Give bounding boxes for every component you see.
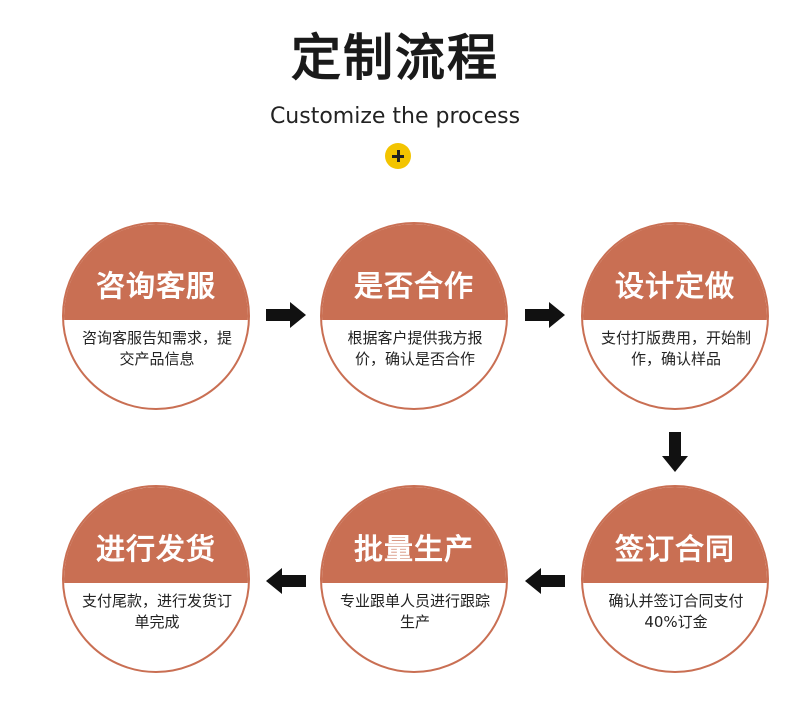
step-design: 设计定做 支付打版费用，开始制作，确认样品 bbox=[581, 222, 769, 410]
step-description: 根据客户提供我方报价，确认是否合作 bbox=[347, 329, 483, 368]
step-header-band bbox=[583, 487, 767, 583]
step-production: 批量生产 专业跟单人员进行跟踪生产 bbox=[320, 485, 508, 673]
step-title: 签订合同 bbox=[614, 532, 735, 566]
arrow-left-icon bbox=[525, 568, 565, 594]
step-consult: 咨询客服 咨询客服告知需求，提交产品信息 bbox=[62, 222, 250, 410]
page-title: 定制流程 bbox=[291, 29, 499, 87]
step-description: 专业跟单人员进行跟踪生产 bbox=[339, 592, 490, 631]
step-description: 咨询客服告知需求，提交产品信息 bbox=[81, 329, 232, 368]
step-header-band bbox=[64, 487, 248, 583]
step-header-band bbox=[64, 224, 248, 320]
arrow-right-icon bbox=[525, 302, 565, 328]
arrow-down-icon bbox=[662, 432, 688, 472]
step-description: 支付打版费用，开始制作，确认样品 bbox=[600, 329, 751, 368]
step-cooperation: 是否合作 根据客户提供我方报价，确认是否合作 bbox=[320, 222, 508, 410]
page-subtitle: Customize the process bbox=[269, 104, 521, 129]
step-header-band bbox=[322, 487, 506, 583]
step-shipping: 进行发货 支付尾款，进行发货订单完成 bbox=[62, 485, 250, 673]
step-description: 确认并签订合同支付40%订金 bbox=[608, 592, 744, 631]
step-header-band bbox=[322, 224, 506, 320]
plus-icon bbox=[385, 143, 411, 169]
step-contract: 签订合同 确认并签订合同支付40%订金 bbox=[581, 485, 769, 673]
step-title: 咨询客服 bbox=[95, 269, 216, 303]
step-title: 批量生产 bbox=[353, 532, 474, 566]
step-title: 是否合作 bbox=[353, 269, 474, 303]
step-description: 支付尾款，进行发货订单完成 bbox=[81, 592, 232, 631]
step-title: 设计定做 bbox=[614, 269, 735, 303]
arrow-right-icon bbox=[266, 302, 306, 328]
arrow-left-icon bbox=[266, 568, 306, 594]
step-title: 进行发货 bbox=[95, 532, 216, 566]
step-header-band bbox=[583, 224, 767, 320]
